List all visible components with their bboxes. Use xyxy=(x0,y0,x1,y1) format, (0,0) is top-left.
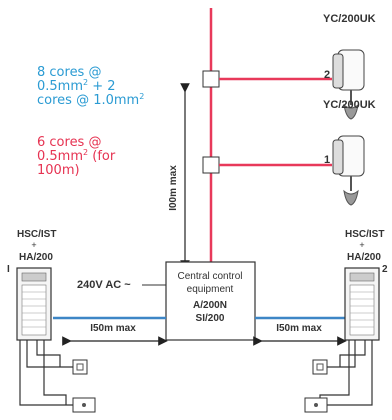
door-panel-left-model2: HA/200 xyxy=(19,252,53,263)
handset-1 xyxy=(332,135,365,206)
junction-box-bottom xyxy=(202,156,220,174)
legend-blue-line2: 0.5mm xyxy=(37,79,84,94)
door-panel-right-model: HSC/IST xyxy=(345,229,384,240)
central-control-line3: A/200N xyxy=(193,300,227,311)
legend-red-cable-spec: 6 cores @ 0.5mm2 (for 100m) xyxy=(37,136,167,178)
central-control-line1: Central control xyxy=(177,271,242,282)
legend-blue-line3: cores @ 1.0mm xyxy=(37,93,140,108)
left-distance-label: I50m max xyxy=(90,323,136,334)
right-push-button-inner xyxy=(316,363,324,371)
door-panel-right-plus: + xyxy=(359,240,364,250)
handset-1-number-label: 1 xyxy=(324,154,330,166)
left-lock-release-dot xyxy=(82,403,86,407)
handset-2-number-label: 2 xyxy=(324,69,330,81)
handset-1-model-label: YC/200UK xyxy=(323,99,376,111)
door-panel-left-plus: + xyxy=(31,240,36,250)
handset-2-model-label: YC/200UK xyxy=(323,13,376,25)
legend-red-line1: 6 cores @ xyxy=(37,135,102,150)
handset-2 xyxy=(332,49,365,120)
legend-blue-line2-tail: + 2 xyxy=(88,79,116,94)
door-panel-right xyxy=(344,267,380,341)
junction-box-top xyxy=(202,70,220,88)
legend-blue-cable-spec: 8 cores @ 0.5mm2 + 2 cores @ 1.0mm2 xyxy=(37,66,177,108)
central-control-line2: equipment xyxy=(187,284,234,295)
legend-blue-line1: 8 cores @ xyxy=(37,65,102,80)
door-panel-left xyxy=(16,267,52,341)
legend-red-sup1: 2 xyxy=(83,148,89,157)
right-distance-label: I50m max xyxy=(276,323,322,334)
door-panel-left-number: I xyxy=(7,264,10,275)
central-control-line4: SI/200 xyxy=(196,313,225,324)
door-panel-left-model: HSC/IST xyxy=(17,229,56,240)
legend-red-line3: 100m) xyxy=(37,163,80,178)
right-wiring xyxy=(319,340,373,406)
right-lock-release-dot xyxy=(314,403,318,407)
left-wiring xyxy=(19,340,74,406)
left-push-button-inner xyxy=(76,363,84,371)
door-panel-right-number: 2 xyxy=(382,264,388,275)
legend-red-line2: 0.5mm xyxy=(37,149,84,164)
legend-blue-sup1: 2 xyxy=(83,78,89,87)
central-control-box xyxy=(165,261,256,341)
door-panel-right-model2: HA/200 xyxy=(347,252,381,263)
vertical-distance-label: I00m max xyxy=(168,165,179,211)
power-label: 240V AC ~ xyxy=(77,279,131,291)
legend-blue-sup2: 2 xyxy=(139,92,145,101)
legend-red-line2-tail: (for xyxy=(88,149,116,164)
